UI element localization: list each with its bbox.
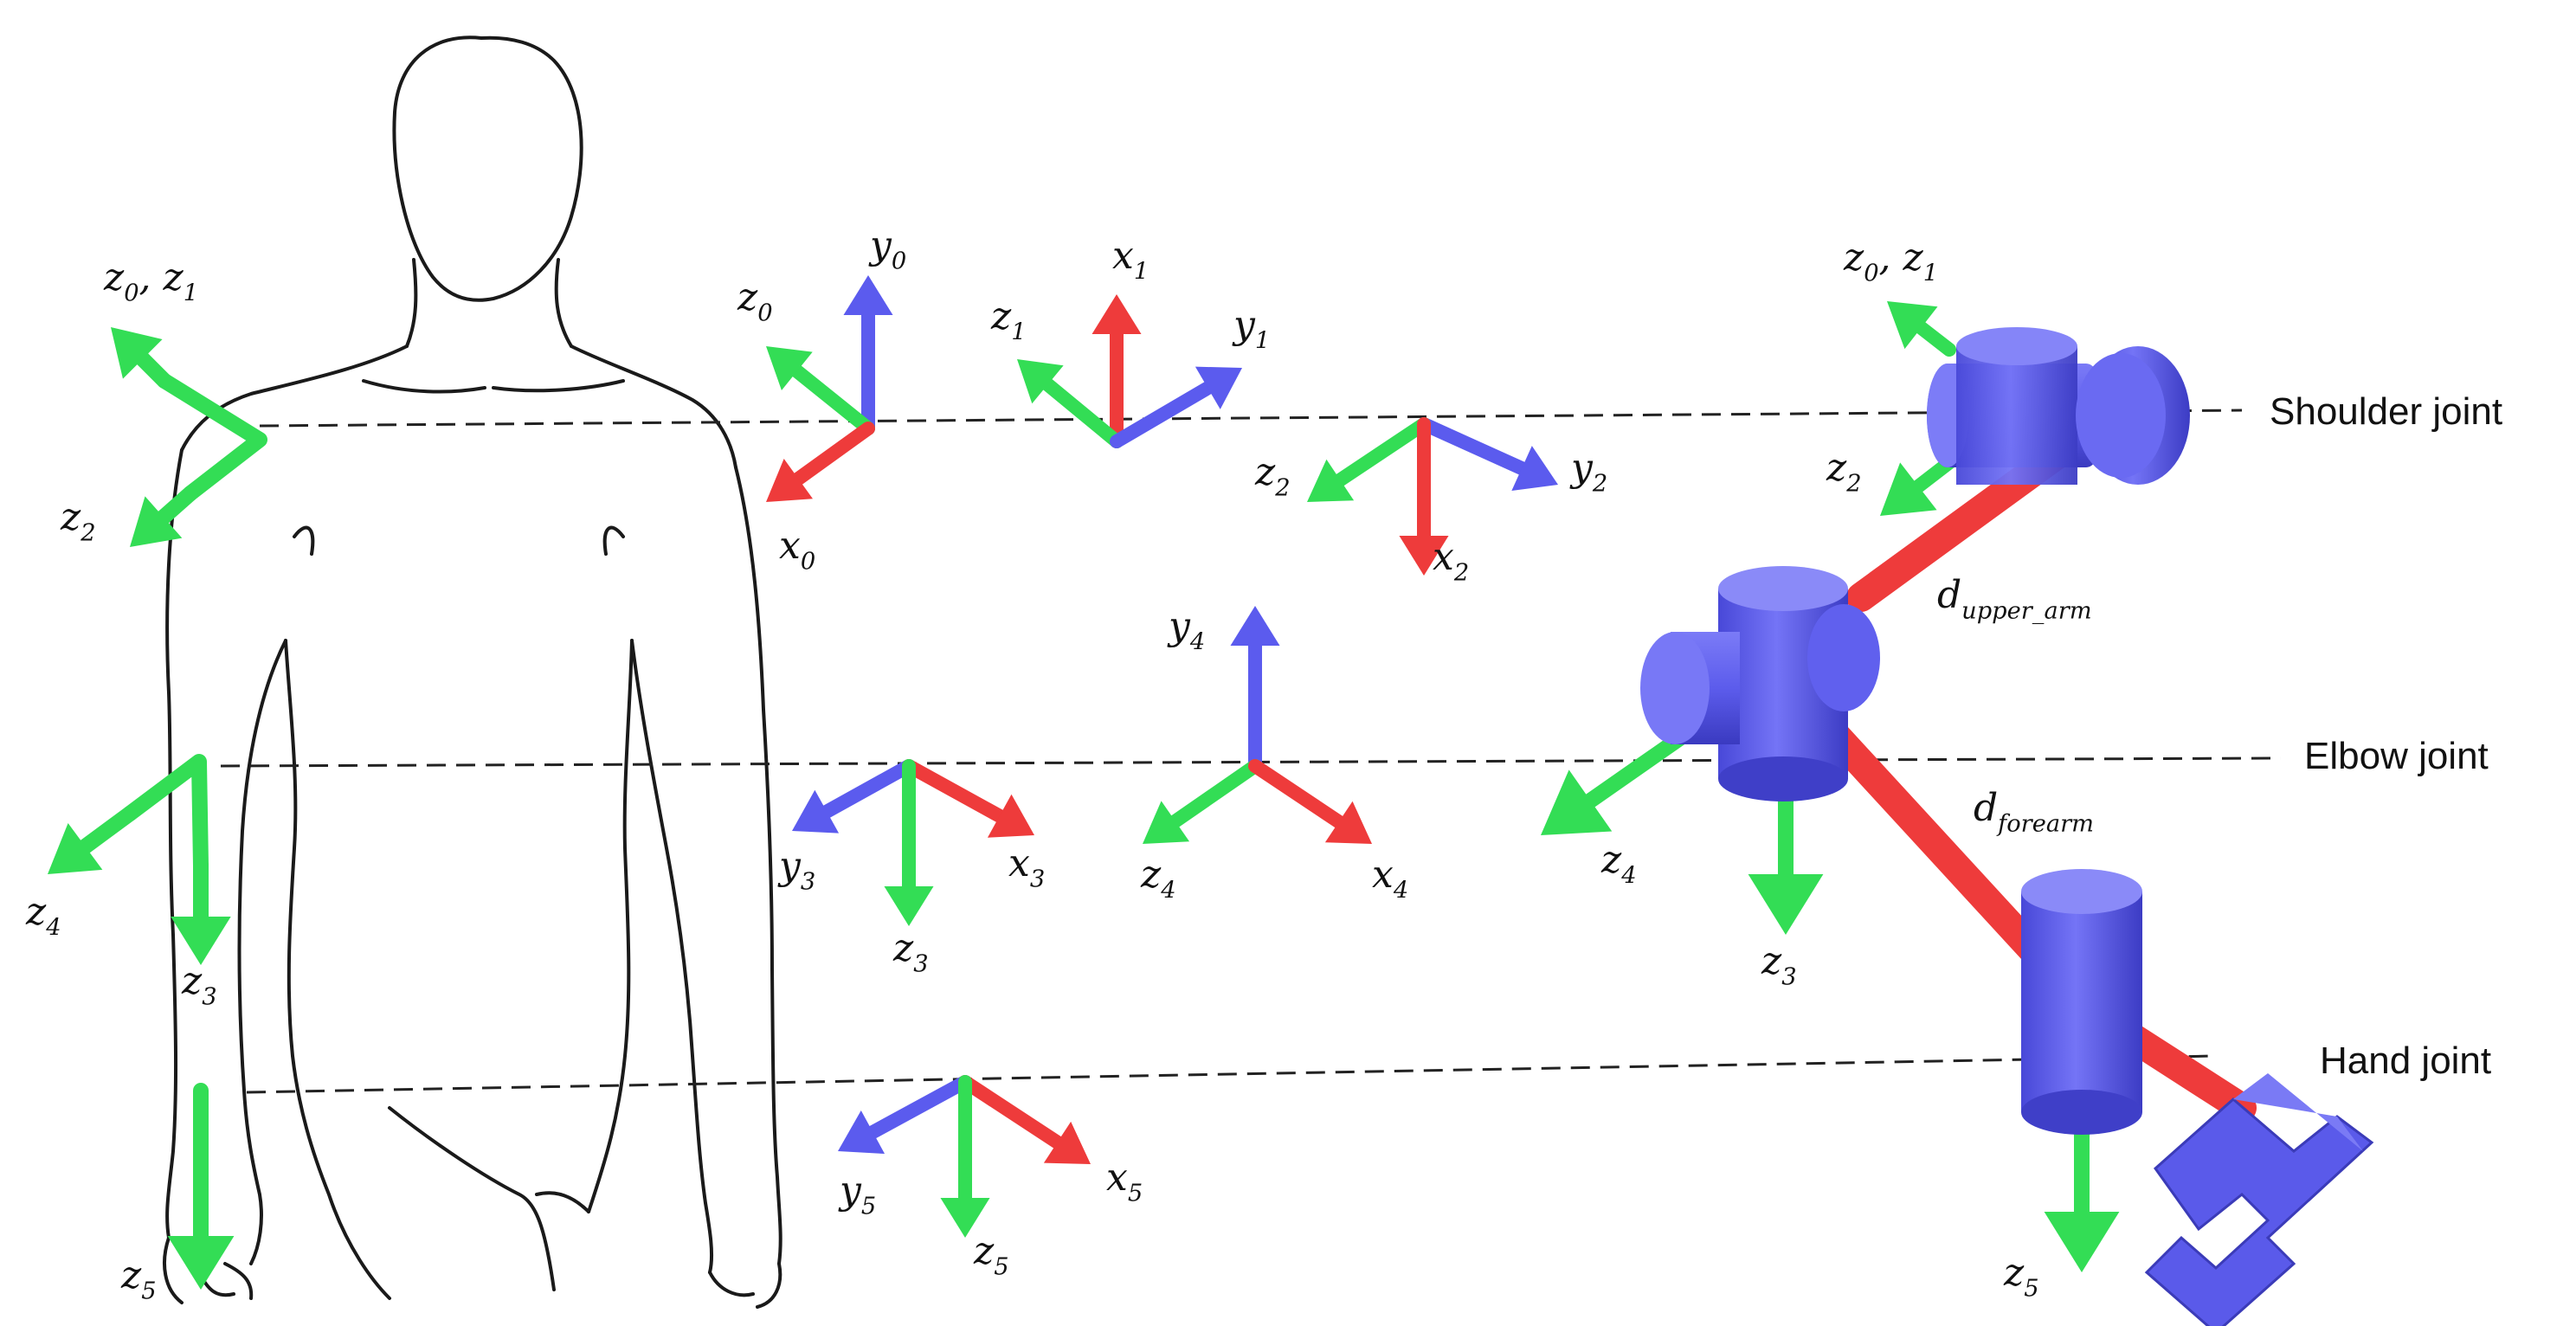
f1-x1-label: x1 (1112, 234, 1149, 285)
torso-left (284, 639, 391, 1300)
robot-z5-arrow (2044, 1117, 2120, 1272)
body-z4-label: z4 (25, 890, 61, 941)
f4-z4-label: z4 (1140, 853, 1176, 904)
shoulder-right (570, 344, 737, 469)
body-z5-arrow (167, 1083, 235, 1290)
chest-line (293, 525, 625, 556)
f2-y2-arrow (1417, 417, 1558, 492)
neck-left (405, 258, 418, 348)
shoulder-joint-label: Shoulder joint (2270, 390, 2502, 433)
f3-x3-arrow (902, 759, 1034, 838)
f5-z5-arrow (940, 1075, 990, 1238)
f3-x3-label: x3 (1008, 841, 1045, 892)
f1-z1-label: z1 (990, 294, 1027, 345)
f3-z3-label: z3 (892, 926, 929, 977)
f1-z1-arrow (1017, 359, 1124, 448)
f3-y3-label: y3 (777, 844, 815, 895)
right-arm-outer (734, 466, 782, 1265)
axis-labels: z0, z1 z2 z4 z3 z5 y0 z0 x0 x1 z1 y1 z2 y2 x2 y3 x3 z3 y4… (25, 223, 2094, 1304)
right-hand (708, 1262, 782, 1309)
gripper-model (2144, 1073, 2374, 1326)
f3-z3-arrow (884, 759, 934, 926)
f2-x2-label: x2 (1433, 535, 1469, 586)
f0-x0-arrow (766, 422, 875, 502)
robot-arm-model (1640, 327, 2374, 1326)
shoulder-left (180, 344, 409, 452)
robot-z4-label: z4 (1600, 838, 1637, 889)
hand-joint-label: Hand joint (2320, 1040, 2491, 1082)
f2-z2-arrow (1307, 417, 1431, 502)
f1-y1-label: y1 (1232, 303, 1270, 354)
body-z5-label: z5 (120, 1253, 157, 1304)
f0-y0-label: y0 (868, 223, 906, 274)
body-z2-label: z2 (60, 495, 96, 546)
neck-right (554, 258, 573, 348)
robot-d-fore-label: dforearm (1974, 786, 2094, 837)
shoulder-joint-model (1927, 327, 2190, 485)
f0-z0-label: z0 (737, 275, 773, 326)
f4-y4-label: y4 (1167, 604, 1205, 655)
f2-x2-arrow (1399, 417, 1449, 576)
f4-z4-arrow (1143, 759, 1262, 844)
f3-y3-arrow (792, 759, 916, 834)
f5-y5-label: y5 (838, 1168, 876, 1220)
human-body-sketch (163, 35, 782, 1309)
elbow-joint-model (1640, 566, 1880, 801)
f4-y4-arrow (1230, 606, 1280, 773)
f0-x0-label: x0 (779, 524, 815, 575)
robot-z0z1-arrow (1887, 301, 1956, 357)
body-z0z1-arrow (111, 327, 172, 389)
left-arm-outer (165, 448, 184, 1239)
hip-line-right (535, 1191, 590, 1213)
f5-x5-arrow (958, 1075, 1091, 1164)
f1-y1-arrow (1110, 366, 1242, 448)
left-arm-inner (237, 639, 287, 1265)
f2-z2-label: z2 (1254, 450, 1291, 501)
right-arm-inner (630, 639, 714, 1274)
hip-line (388, 1106, 556, 1291)
hand-guide-line (246, 1054, 2217, 1094)
body-z2-arrow (130, 486, 198, 547)
robot-z5-label: z5 (2003, 1251, 2039, 1302)
f5-x5-label: x5 (1106, 1155, 1143, 1207)
robot-d-upper-label: dupper_arm (1937, 573, 2092, 624)
body-z0z1-label: z0, z1 (103, 255, 198, 306)
head-outline (392, 35, 583, 302)
f0-z0-arrow (766, 346, 875, 435)
f4-x4-label: x4 (1372, 853, 1408, 904)
elbow-joint-label: Elbow joint (2304, 735, 2489, 777)
f1-x1-arrow (1092, 294, 1142, 448)
hand-joint-model (2021, 869, 2142, 1135)
f5-y5-arrow (838, 1075, 972, 1155)
f2-y2-label: y2 (1569, 446, 1607, 497)
robot-z3-arrow (1748, 771, 1824, 935)
shoulder-guide-line (259, 409, 2243, 428)
body-shoulder-axis-link (157, 373, 267, 501)
body-elbow-axis-link (122, 754, 209, 873)
f5-z5-label: z5 (973, 1229, 1009, 1280)
body-z3-arrow (171, 858, 231, 965)
robot-z3-label: z3 (1761, 939, 1797, 990)
f4-x4-arrow (1248, 759, 1372, 844)
torso-right (587, 639, 634, 1213)
collarbone (362, 379, 625, 394)
body-z4-arrow (48, 806, 138, 874)
robot-z2-label: z2 (1826, 446, 1862, 497)
f0-y0-arrow (843, 275, 893, 435)
robot-z0z1-label: z0, z1 (1843, 235, 1938, 286)
body-z3-label: z3 (181, 959, 217, 1010)
